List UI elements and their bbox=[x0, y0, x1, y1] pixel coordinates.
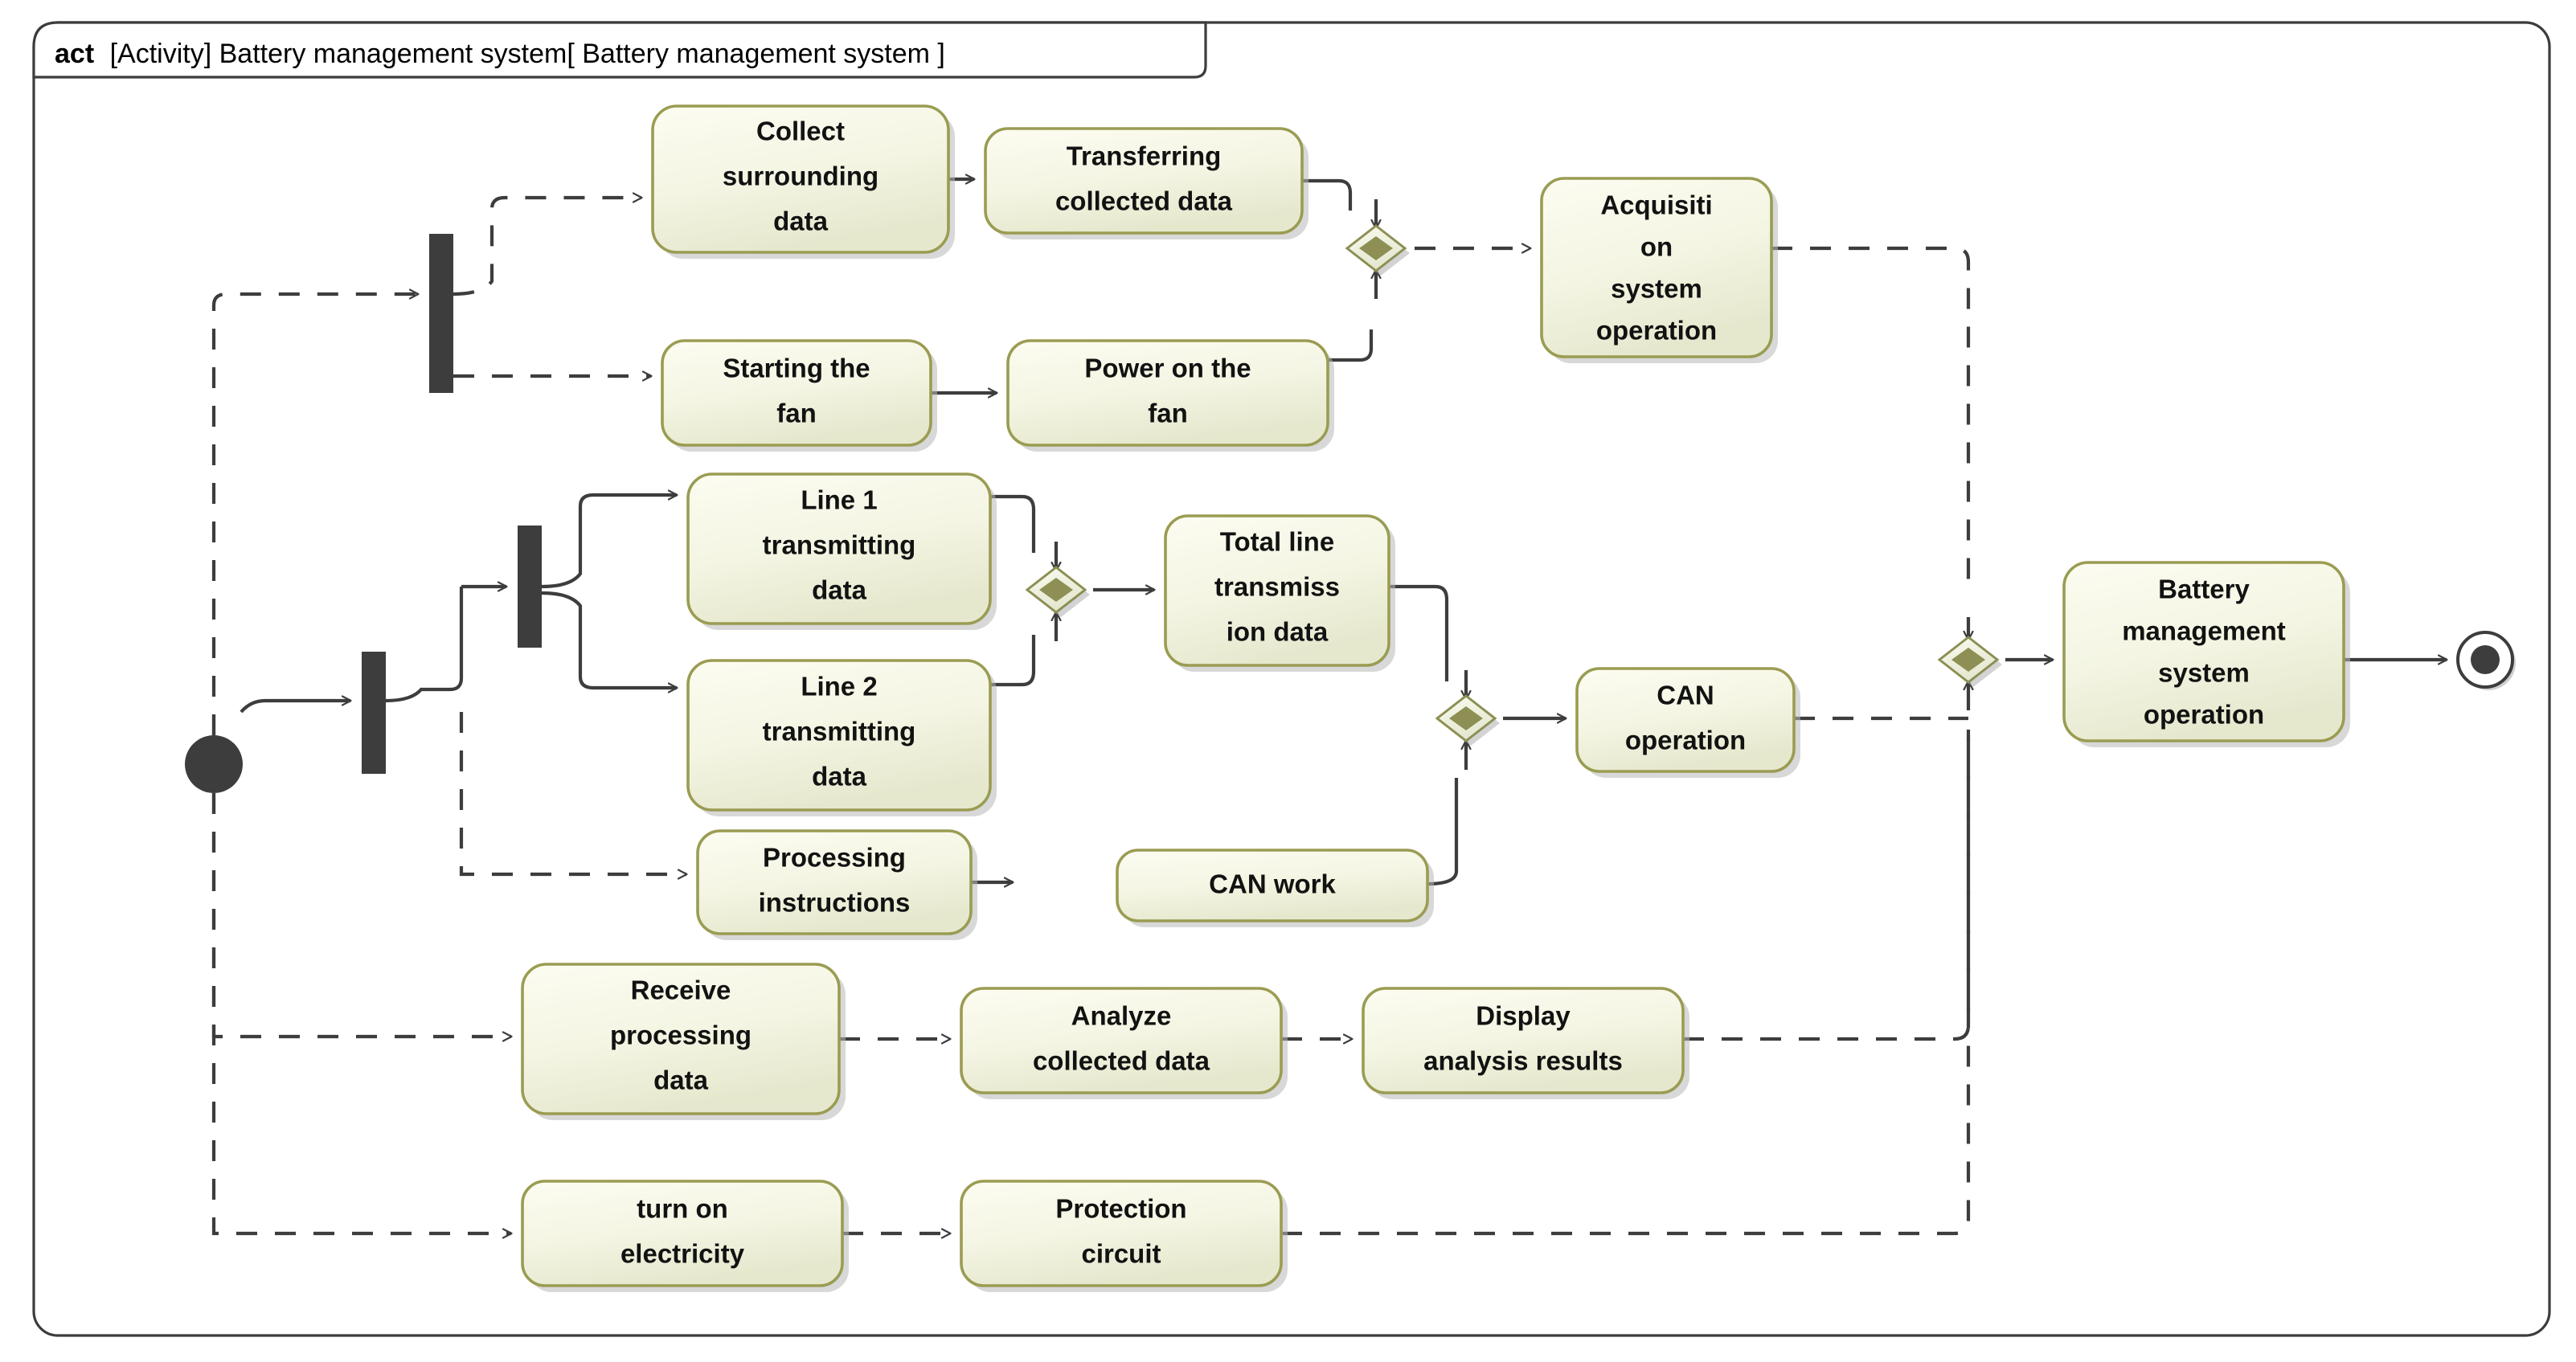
node-label-line: CAN work bbox=[1209, 869, 1336, 899]
merge-node-lines[interactable] bbox=[1025, 566, 1090, 617]
node-label-line: CAN bbox=[1657, 681, 1714, 710]
merge-node-can[interactable] bbox=[1435, 694, 1500, 746]
activity-node-processing-instructions[interactable]: Processing instructions bbox=[696, 829, 977, 940]
edge-fork1-to-collect bbox=[453, 198, 641, 297]
edge-fork3-to-fork2-route bbox=[385, 587, 464, 703]
edge-fork2-to-line1 bbox=[541, 495, 677, 589]
edge-fork2-to-line2 bbox=[541, 591, 677, 688]
node-label-line: ion data bbox=[1227, 617, 1329, 647]
node-label-line: Battery bbox=[2158, 575, 2250, 604]
node-label-line: collected data bbox=[1055, 186, 1233, 216]
initial-node[interactable] bbox=[185, 735, 243, 793]
node-label-line: surrounding bbox=[723, 162, 878, 191]
node-label-line: collected data bbox=[1033, 1046, 1210, 1076]
node-label-line: management bbox=[2122, 616, 2286, 646]
activity-node-protection-circuit[interactable]: Protection circuit bbox=[960, 1180, 1288, 1292]
node-label-line: data bbox=[653, 1065, 709, 1095]
node-label-line: operation bbox=[1596, 316, 1717, 346]
activity-node-battery-management-system-operation[interactable]: Battery management system operation bbox=[2062, 561, 2350, 747]
node-label-line: on bbox=[1640, 232, 1673, 262]
activity-node-turn-on-electricity[interactable]: turn on electricity bbox=[521, 1180, 849, 1292]
merge-node-final[interactable] bbox=[1937, 636, 2002, 687]
node-label-line: Line 1 bbox=[801, 485, 877, 515]
node-label-line: Analyze bbox=[1071, 1001, 1172, 1031]
activity-node-power-on-the-fan[interactable]: Power on the fan bbox=[1006, 339, 1334, 452]
node-label-line: electricity bbox=[620, 1239, 745, 1269]
node-label-line: Receive bbox=[631, 975, 731, 1005]
merge-nodes bbox=[1025, 224, 2002, 746]
node-label-line: processing bbox=[610, 1020, 752, 1050]
edge-fork3-to-processing bbox=[459, 712, 686, 874]
node-label-line: fan bbox=[776, 399, 817, 428]
node-label-line: fan bbox=[1148, 399, 1188, 428]
frame-title: act [Activity] Battery management system… bbox=[55, 39, 945, 69]
node-label-line: Line 2 bbox=[801, 672, 877, 701]
node-label-line: analysis results bbox=[1423, 1046, 1623, 1076]
edge-initial-to-fork3-stub bbox=[240, 701, 350, 714]
fork-node-2[interactable] bbox=[518, 526, 542, 648]
activity-node-total-line-transmission-data[interactable]: Total line transmiss ion data bbox=[1164, 514, 1395, 672]
node-label-line: Total line bbox=[1220, 527, 1334, 557]
merge-node-fan-data[interactable] bbox=[1345, 224, 1410, 276]
node-label-line: Processing bbox=[763, 843, 906, 873]
node-label-line: turn on bbox=[637, 1194, 728, 1224]
edge-poweron-to-merge1 bbox=[1328, 329, 1374, 362]
frame-title-tab bbox=[32, 21, 1207, 79]
edge-display-to-spine bbox=[1683, 730, 1971, 1041]
node-label-line: Protection bbox=[1055, 1194, 1186, 1224]
edge-line1-to-merge2 bbox=[990, 494, 1036, 553]
edge-line2-to-merge2 bbox=[990, 635, 1036, 687]
node-label-line: operation bbox=[2144, 700, 2264, 730]
activity-node-analyze-collected-data[interactable]: Analyze collected data bbox=[960, 987, 1288, 1099]
fork-nodes bbox=[362, 234, 542, 774]
node-label-line: circuit bbox=[1081, 1239, 1161, 1269]
node-label-line: transmitting bbox=[763, 530, 916, 560]
activity-node-can-operation[interactable]: CAN operation bbox=[1575, 667, 1800, 778]
activity-final-node[interactable] bbox=[2456, 631, 2516, 690]
edge-initial-to-fork1 bbox=[211, 294, 418, 735]
edge-acquisition-to-spine bbox=[1771, 246, 1971, 596]
activity-node-acquisition-system-operation[interactable]: Acquisiti on system operation bbox=[1540, 177, 1778, 363]
edge-protection-to-spine bbox=[1281, 730, 1971, 1236]
node-label-line: operation bbox=[1625, 726, 1746, 755]
fork-node-3[interactable] bbox=[362, 652, 386, 774]
node-label-line: Acquisiti bbox=[1600, 190, 1712, 220]
edge-totalline-to-merge3 bbox=[1389, 584, 1449, 681]
frame-title-label: [Activity] Battery management system[ Ba… bbox=[110, 39, 945, 69]
node-label-line: Display bbox=[1476, 1001, 1571, 1031]
node-label-line: instructions bbox=[759, 888, 911, 918]
node-label-line: Power on the bbox=[1084, 354, 1251, 383]
edge-initial-to-turnon bbox=[211, 793, 511, 1233]
activity-node-transferring-collected-data[interactable]: Transferring collected data bbox=[984, 127, 1308, 239]
node-label-line: system bbox=[1611, 274, 1702, 304]
activity-node-receive-processing-data[interactable]: Receive processing data bbox=[521, 963, 846, 1120]
activity-node-collect-surrounding-data[interactable]: Collect surrounding data bbox=[651, 104, 955, 259]
node-label-line: data bbox=[812, 575, 867, 605]
fork-node-1[interactable] bbox=[429, 234, 453, 393]
activity-node-line-2-transmitting-data[interactable]: Line 2 transmitting data bbox=[686, 659, 997, 816]
activity-node-can-work[interactable]: CAN work bbox=[1116, 849, 1434, 927]
node-label-line: Collect bbox=[756, 117, 845, 146]
node-label-line: transmiss bbox=[1214, 572, 1340, 602]
activity-nodes: Collect surrounding data Transferring co… bbox=[521, 104, 2350, 1292]
node-label-line: Starting the bbox=[723, 354, 870, 383]
frame-keyword: act bbox=[55, 39, 94, 69]
node-label-line: Transferring bbox=[1067, 141, 1222, 171]
node-label-line: data bbox=[773, 207, 829, 236]
activity-node-line-1-transmitting-data[interactable]: Line 1 transmitting data bbox=[686, 472, 997, 630]
edge-transferring-to-merge1 bbox=[1302, 178, 1353, 211]
node-label-line: data bbox=[812, 762, 867, 791]
activity-node-display-analysis-results[interactable]: Display analysis results bbox=[1362, 987, 1689, 1099]
activity-node-starting-the-fan[interactable]: Starting the fan bbox=[661, 339, 937, 452]
node-label-line: transmitting bbox=[763, 717, 916, 746]
flow-edges bbox=[211, 178, 2447, 1236]
node-label-line: system bbox=[2158, 658, 2250, 688]
